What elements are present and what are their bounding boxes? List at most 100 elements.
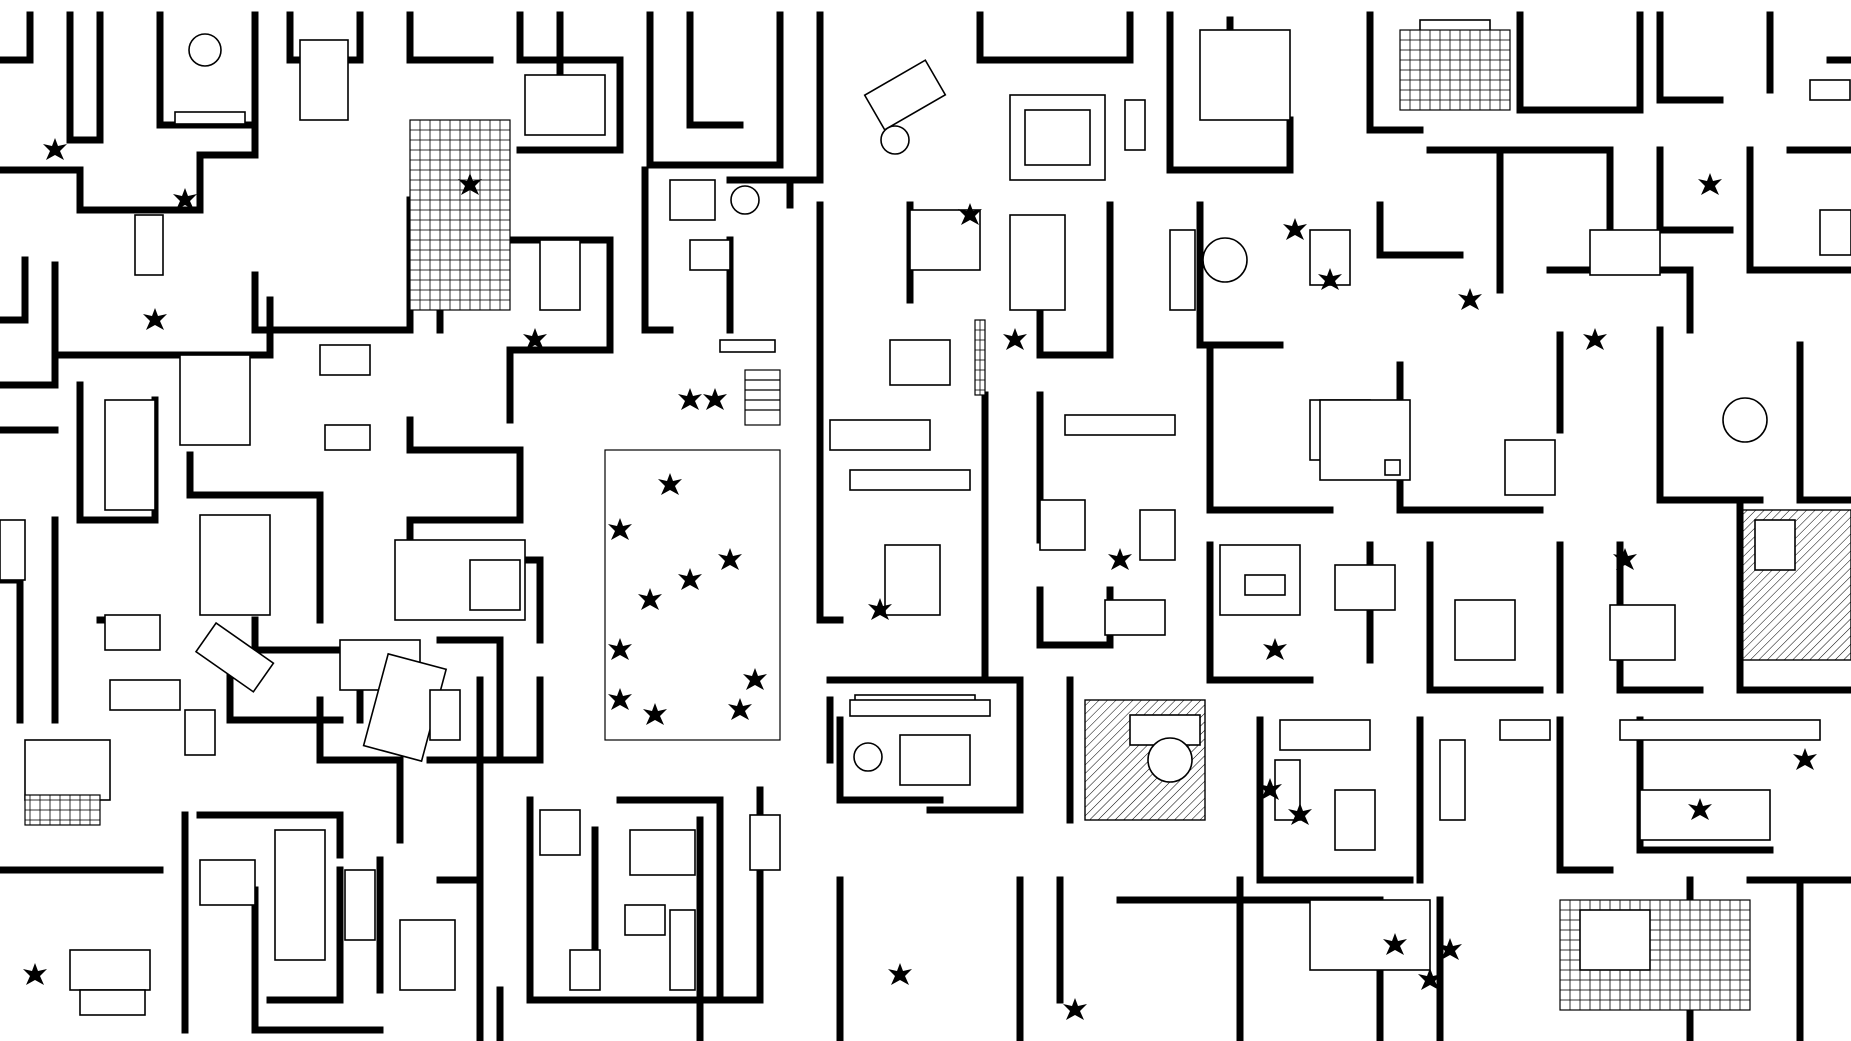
potted-plant-icon (1063, 998, 1087, 1020)
potted-plant-icon (23, 963, 47, 985)
wall (266, 866, 344, 1004)
wall (186, 451, 324, 624)
potted-plant-icon (638, 588, 662, 610)
wall (1206, 541, 1314, 684)
wall (1636, 716, 1774, 854)
bed-icon (1579, 909, 1651, 971)
wall (1516, 11, 1644, 114)
round-table-icon (1722, 397, 1768, 443)
wall (1746, 146, 1851, 274)
potted-plant-icon (1263, 638, 1287, 660)
wall (1796, 341, 1851, 504)
wall (51, 261, 274, 359)
potted-plant-icon (703, 388, 727, 410)
wall (406, 416, 524, 564)
chair-icon (1244, 574, 1286, 596)
kitchen-counter-icon (829, 419, 931, 451)
potted-plant-icon (1283, 218, 1307, 240)
bed-icon (1454, 599, 1516, 661)
wall (1616, 541, 1704, 694)
wall (0, 576, 24, 724)
sofa-icon (1139, 509, 1176, 561)
wall (646, 11, 784, 169)
desk-icon (109, 679, 181, 711)
sofa-icon (274, 829, 326, 961)
wall (476, 676, 544, 764)
sofa-icon (624, 904, 666, 936)
bathtub-icon (853, 742, 883, 772)
wall (1366, 11, 1424, 134)
sofa-icon (0, 519, 26, 581)
potted-plant-icon (1003, 328, 1027, 350)
wall (1206, 341, 1334, 514)
desk-icon (319, 344, 371, 376)
desk-icon (184, 709, 216, 756)
rug-icon (409, 119, 511, 311)
bathtub-icon (1009, 214, 1066, 311)
bed-icon (899, 734, 971, 786)
garden-area (604, 449, 781, 741)
wall (1036, 586, 1114, 649)
potted-plant-icon (1108, 548, 1132, 570)
desk-icon (524, 74, 606, 136)
wall (0, 11, 104, 144)
bed-icon (1589, 229, 1661, 276)
kitchen-counter-icon (174, 111, 246, 125)
potted-plant-icon (658, 473, 682, 495)
wall (1256, 716, 1414, 884)
kitchen-counter-icon (1064, 414, 1176, 436)
dining-table-icon (134, 214, 164, 276)
round-table-icon (730, 185, 760, 215)
wall (1656, 11, 1724, 104)
round-table-icon (188, 33, 222, 67)
wall (981, 391, 1004, 684)
round-table-icon (1202, 237, 1248, 283)
bed-icon (1309, 899, 1431, 971)
wall (1196, 201, 1284, 349)
potted-plant-icon (608, 688, 632, 710)
kitchen-counter-icon (1619, 719, 1821, 741)
wall (786, 11, 824, 209)
bed-icon (1609, 604, 1676, 661)
kitchen-counter-icon (1199, 29, 1291, 121)
wall (406, 11, 494, 64)
desk-icon (104, 614, 161, 651)
sofa-icon (1169, 229, 1196, 311)
desk-icon (1499, 719, 1551, 741)
wall (826, 676, 1024, 814)
dining-table-icon (1039, 499, 1086, 551)
kitchen-counter-icon (719, 339, 776, 353)
sofa-icon (1334, 564, 1396, 611)
wall (0, 351, 59, 389)
potted-plant-icon (643, 703, 667, 725)
desk-icon (69, 949, 151, 991)
potted-plant-icon (678, 568, 702, 590)
sofa-icon (344, 869, 376, 941)
potted-plant-icon (1698, 173, 1722, 195)
bed-icon (469, 559, 521, 611)
bed-icon (629, 829, 696, 876)
dining-table-icon (539, 239, 581, 311)
wall (1036, 201, 1114, 359)
staircase-icon (974, 319, 986, 396)
bed-icon (399, 919, 456, 991)
wall (316, 696, 404, 764)
wall (976, 11, 1134, 64)
wall (1166, 11, 1294, 174)
desk-icon (1754, 519, 1796, 571)
furniture-layer (0, 19, 1851, 1016)
chair-icon (669, 179, 716, 221)
desk-icon (749, 814, 781, 871)
wall (0, 56, 259, 214)
wall (1546, 266, 1694, 334)
bed-icon (1504, 439, 1556, 496)
wall (1656, 146, 1734, 234)
wall (0, 256, 29, 324)
sofa-icon (1024, 109, 1091, 166)
round-table-icon (1147, 737, 1193, 783)
desk-icon (24, 739, 111, 801)
potted-plant-icon (143, 308, 167, 330)
dining-table-icon (199, 859, 256, 906)
wall (156, 11, 259, 129)
